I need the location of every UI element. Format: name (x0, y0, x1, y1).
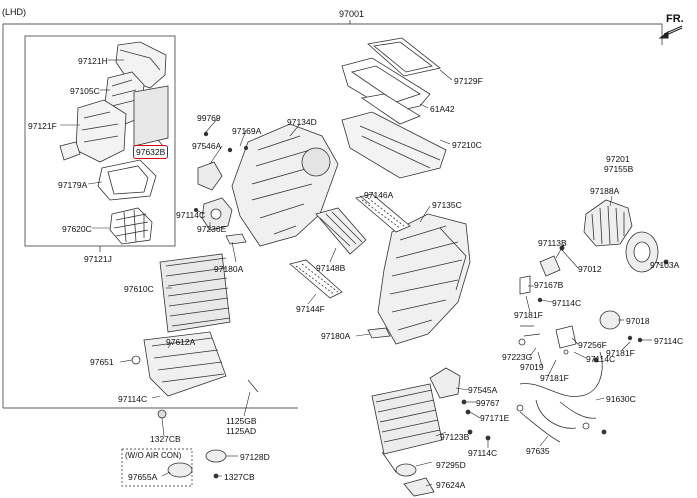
assembly-frame (2, 23, 663, 408)
part-97181F-b[interactable]: 97181F (606, 348, 635, 358)
seal-a (225, 233, 247, 245)
actuator-part (59, 141, 81, 161)
part-97155B[interactable]: 97155B (604, 164, 634, 174)
lower-duct (341, 111, 447, 179)
servo-part (429, 367, 461, 399)
part-99767[interactable]: 99767 (476, 398, 500, 408)
part-97103A[interactable]: 97103A (650, 260, 680, 270)
part-97620C[interactable]: 97620C (62, 224, 92, 234)
bracket-part (555, 325, 577, 349)
assembly-number: 97001 (339, 9, 365, 19)
part-97171E[interactable]: 97171E (480, 413, 510, 423)
part-97114C-e[interactable]: 97114C (118, 394, 148, 404)
part-97012[interactable]: 97012 (578, 264, 602, 274)
filter-part (133, 85, 169, 147)
part-97114C-b[interactable]: 97114C (552, 298, 582, 308)
part-91630C[interactable]: 91630C (606, 394, 636, 404)
part-97135C[interactable]: 97135C (432, 200, 462, 210)
part-99769[interactable]: 99769 (197, 113, 221, 123)
part-97114C-c[interactable]: 97114C (654, 336, 684, 346)
part-97134D[interactable]: 97134D (287, 117, 317, 127)
part-1327CB-b[interactable]: 1327CB (224, 472, 255, 482)
part-97121J[interactable]: 97121J (84, 254, 112, 264)
part-97624A[interactable]: 97624A (436, 480, 466, 490)
part-97635[interactable]: 97635 (526, 446, 550, 456)
part-1125GB[interactable]: 1125GB (226, 416, 257, 426)
mode-actuator (197, 161, 223, 191)
part-97121H[interactable]: 97121H (78, 56, 108, 66)
part-97655A[interactable]: 97655A (128, 472, 158, 482)
part-97210C[interactable]: 97210C (452, 140, 482, 150)
clip-part (519, 275, 531, 295)
part-97181F-a[interactable]: 97181F (514, 310, 543, 320)
no-aircon-box (121, 448, 193, 487)
part-97180A-b[interactable]: 97180A (321, 331, 351, 341)
part-97167B[interactable]: 97167B (534, 280, 564, 290)
evaporator-cover (315, 207, 367, 255)
part-97179A[interactable]: 97179A (58, 180, 88, 190)
part-97223G[interactable]: 97223G (502, 352, 533, 362)
part-97018[interactable]: 97018 (626, 316, 650, 326)
left-case (231, 123, 339, 247)
grid-part (109, 207, 153, 245)
heater-core (371, 383, 443, 455)
part-97546A[interactable]: 97546A (192, 141, 222, 151)
wiring-harness (519, 351, 603, 443)
part-97201[interactable]: 97201 (606, 154, 630, 164)
part-97146A[interactable]: 97146A (364, 190, 394, 200)
part-97105C[interactable]: 97105C (70, 86, 100, 96)
part-97129F[interactable]: 97129F (454, 76, 483, 86)
part-1327CB-a[interactable]: 1327CB (150, 434, 181, 444)
part-97651[interactable]: 97651 (90, 357, 114, 367)
part-97256F[interactable]: 97256F (578, 340, 607, 350)
seal-b (367, 327, 391, 339)
part-97114C-f[interactable]: 97114C (468, 448, 498, 458)
part-97114C-a[interactable]: 97114C (176, 210, 206, 220)
front-arrow-icon (658, 25, 683, 39)
evaporator-core (159, 253, 231, 333)
mid-duct (360, 93, 421, 125)
heater-plate (143, 331, 227, 397)
part-97545A[interactable]: 97545A (468, 385, 498, 395)
grommet-part (167, 462, 193, 478)
blower-fan (583, 199, 633, 247)
part-97295D[interactable]: 97295D (436, 460, 466, 470)
part-97114C-d[interactable]: 97114C (586, 354, 616, 364)
part-61A42[interactable]: 61A42 (430, 104, 455, 114)
part-97144F[interactable]: 97144F (296, 304, 325, 314)
front-direction-label: FR. (666, 13, 684, 25)
no-aircon-note: (W/O AIR CON) (125, 451, 182, 460)
part-97128D[interactable]: 97128D (240, 452, 270, 462)
sensor-part (599, 310, 621, 330)
lower-case-part (75, 99, 127, 163)
plate-part (403, 477, 435, 497)
part-97019[interactable]: 97019 (520, 362, 544, 372)
part-97632B[interactable]: 97632B (133, 145, 169, 159)
part-97121F[interactable]: 97121F (28, 121, 57, 131)
part-97113B[interactable]: 97113B (538, 238, 567, 248)
part-97188A[interactable]: 97188A (590, 186, 620, 196)
part-97181F-c[interactable]: 97181F (540, 373, 569, 383)
right-case (377, 213, 471, 345)
part-97180A-a[interactable]: 97180A (214, 264, 244, 274)
resistor-part (539, 255, 561, 277)
part-1125AD[interactable]: 1125AD (226, 426, 257, 436)
door-part-b (289, 259, 343, 299)
part-97610C[interactable]: 97610C (124, 284, 154, 294)
part-97612A[interactable]: 97612A (166, 337, 196, 347)
part-97169A[interactable]: 97169A (232, 126, 262, 136)
variant-label: (LHD) (2, 7, 26, 17)
part-97123B[interactable]: 97123B (440, 432, 470, 442)
part-97236E[interactable]: 97236E (197, 224, 227, 234)
part-97148B[interactable]: 97148B (316, 263, 346, 273)
